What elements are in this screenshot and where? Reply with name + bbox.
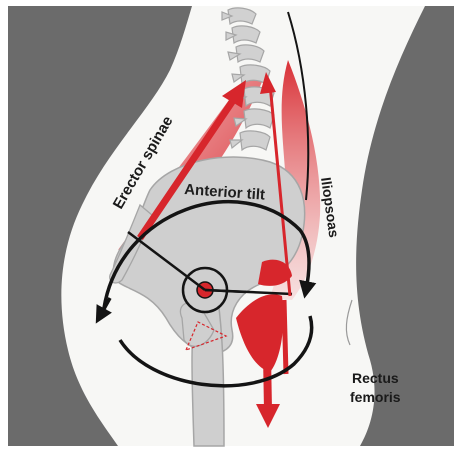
label-rectus: Rectus: [352, 370, 399, 386]
label-femoris: femoris: [350, 389, 401, 405]
